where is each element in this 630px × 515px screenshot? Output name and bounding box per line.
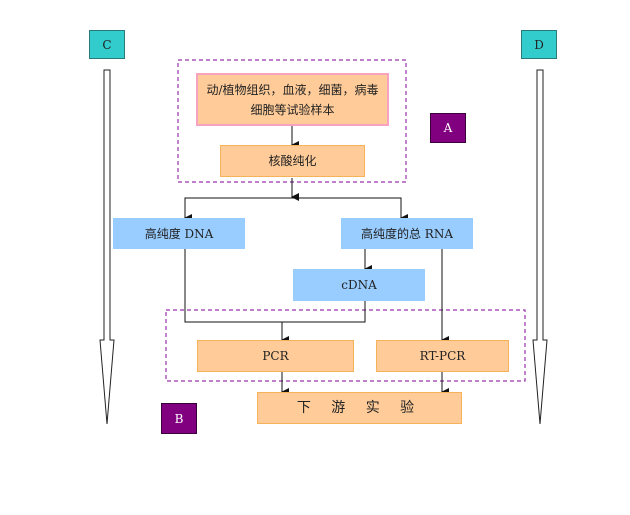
marker-d: D <box>521 30 557 59</box>
node-pcr: PCR <box>197 340 354 372</box>
long-arrow-c <box>99 69 115 425</box>
marker-b: B <box>161 403 197 434</box>
long-arrow-d <box>532 69 548 425</box>
group-b-dashed-box <box>165 309 526 382</box>
node-downstream-experiments: 下 游 实 验 <box>257 392 462 424</box>
connector-dna-cdna-merge <box>184 249 366 323</box>
node-rna: 高纯度的总 RNA <box>341 218 473 249</box>
marker-c: C <box>89 30 125 59</box>
node-purification: 核酸纯化 <box>220 145 365 177</box>
node-dna: 高纯度 DNA <box>113 218 245 249</box>
node-rtpcr: RT-PCR <box>376 340 509 372</box>
marker-a: A <box>430 113 466 143</box>
node-sample: 动/植物组织，血液，细菌，病毒细胞等试验样本 <box>196 73 389 126</box>
node-cdna: cDNA <box>293 269 425 301</box>
connector-split <box>184 197 402 213</box>
